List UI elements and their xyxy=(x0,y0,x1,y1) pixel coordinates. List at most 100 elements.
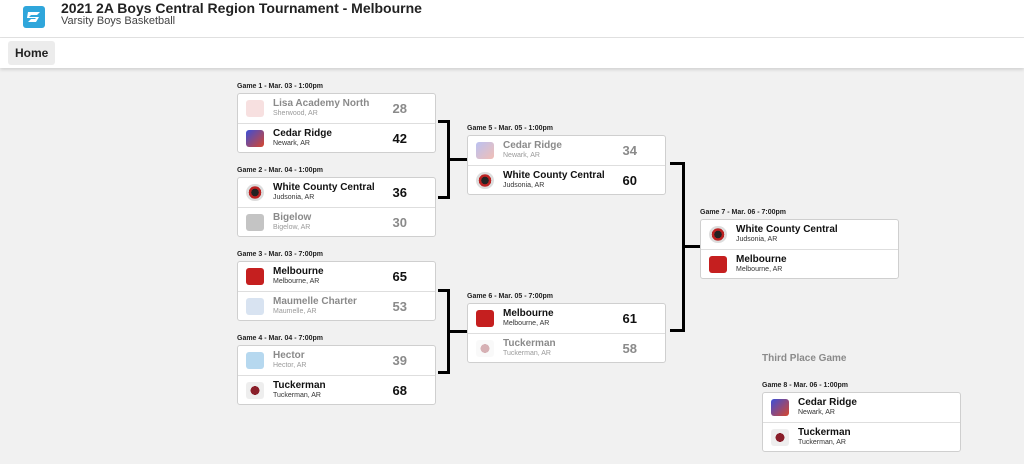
team-score: 34 xyxy=(622,143,637,158)
bracket-connector-stub xyxy=(685,245,700,248)
team-row[interactable]: Bigelow Bigelow, AR 30 xyxy=(238,207,435,236)
team-location: Newark, AR xyxy=(503,152,540,159)
team-location: Bigelow, AR xyxy=(273,224,311,231)
team-location: Judsonia, AR xyxy=(503,182,545,189)
team-row[interactable]: Melbourne Melbourne, AR xyxy=(701,249,898,278)
game-label: Game 2 - Mar. 04 - 1:00pm xyxy=(237,167,323,174)
team-location: Newark, AR xyxy=(798,409,835,416)
team-name: Hector xyxy=(273,350,305,361)
team-score: 60 xyxy=(622,173,637,188)
game-6: Game 6 - Mar. 05 - 7:00pm Melbourne Melb… xyxy=(467,293,666,365)
team-score: 30 xyxy=(392,215,407,230)
team-row[interactable]: Melbourne Melbourne, AR 61 xyxy=(468,304,665,333)
team-name: White County Central xyxy=(503,170,605,181)
cedar-ridge-logo-icon xyxy=(771,399,789,416)
bigelow-logo-icon xyxy=(246,214,264,231)
team-row[interactable]: Melbourne Melbourne, AR 65 xyxy=(238,262,435,291)
team-score: 61 xyxy=(622,311,637,326)
team-score: 68 xyxy=(392,383,407,398)
nav-bar: Home xyxy=(0,38,1024,68)
maumelle-charter-logo-icon xyxy=(246,298,264,315)
team-score: 36 xyxy=(392,185,407,200)
page-header: 2021 2A Boys Central Region Tournament -… xyxy=(0,0,1024,38)
game-1: Game 1 - Mar. 03 - 1:00pm Lisa Academy N… xyxy=(237,83,436,155)
team-score: 28 xyxy=(392,101,407,116)
team-row[interactable]: White County Central Judsonia, AR xyxy=(701,220,898,249)
game-7: Game 7 - Mar. 06 - 7:00pm White County C… xyxy=(700,209,899,281)
team-location: Tuckerman, AR xyxy=(273,392,321,399)
app-logo-icon[interactable] xyxy=(22,5,46,29)
team-location: Melbourne, AR xyxy=(736,266,783,273)
team-location: Tuckerman, AR xyxy=(503,350,551,357)
team-name: Bigelow xyxy=(273,212,312,223)
team-name: Melbourne xyxy=(503,308,554,319)
team-location: Hector, AR xyxy=(273,362,307,369)
team-name: Tuckerman xyxy=(798,427,851,438)
team-location: Melbourne, AR xyxy=(273,278,320,285)
team-row[interactable]: Lisa Academy North Sherwood, AR 28 xyxy=(238,94,435,123)
page-title: 2021 2A Boys Central Region Tournament -… xyxy=(61,0,422,16)
team-location: Judsonia, AR xyxy=(273,194,315,201)
tuckerman-logo-icon xyxy=(246,382,264,399)
white-county-central-logo-icon xyxy=(476,172,494,189)
cedar-ridge-logo-icon xyxy=(246,130,264,147)
team-name: Cedar Ridge xyxy=(273,128,332,139)
team-row[interactable]: White County Central Judsonia, AR 60 xyxy=(468,165,665,194)
page-subtitle: Varsity Boys Basketball xyxy=(61,15,176,27)
cedar-ridge-logo-icon xyxy=(476,142,494,159)
melbourne-logo-icon xyxy=(709,256,727,273)
team-name: Cedar Ridge xyxy=(798,397,857,408)
game-label: Game 1 - Mar. 03 - 1:00pm xyxy=(237,83,323,90)
team-name: Tuckerman xyxy=(273,380,326,391)
game-label: Game 8 - Mar. 06 - 1:00pm xyxy=(762,382,848,389)
melbourne-logo-icon xyxy=(246,268,264,285)
bracket-connector-stub xyxy=(450,158,467,161)
game-8: Game 8 - Mar. 06 - 1:00pm Cedar Ridge Ne… xyxy=(762,382,961,454)
team-location: Judsonia, AR xyxy=(736,236,778,243)
team-name: Cedar Ridge xyxy=(503,140,562,151)
team-row[interactable]: Maumelle Charter Maumelle, AR 53 xyxy=(238,291,435,320)
team-row[interactable]: Tuckerman Tuckerman, AR 58 xyxy=(468,333,665,362)
game-card[interactable]: Lisa Academy North Sherwood, AR 28 Cedar… xyxy=(237,93,436,153)
team-name: White County Central xyxy=(273,182,375,193)
game-card[interactable]: Hector Hector, AR 39 Tuckerman Tuckerman… xyxy=(237,345,436,405)
team-location: Tuckerman, AR xyxy=(798,439,846,446)
team-row[interactable]: Hector Hector, AR 39 xyxy=(238,346,435,375)
game-card[interactable]: White County Central Judsonia, AR Melbou… xyxy=(700,219,899,279)
team-location: Maumelle, AR xyxy=(273,308,317,315)
game-card[interactable]: Melbourne Melbourne, AR 61 Tuckerman Tuc… xyxy=(467,303,666,363)
team-location: Melbourne, AR xyxy=(503,320,550,327)
team-score: 42 xyxy=(392,131,407,146)
game-card[interactable]: Cedar Ridge Newark, AR Tuckerman Tuckerm… xyxy=(762,392,961,452)
game-card[interactable]: Cedar Ridge Newark, AR 34 White County C… xyxy=(467,135,666,195)
team-row[interactable]: Cedar Ridge Newark, AR 34 xyxy=(468,136,665,165)
team-row[interactable]: Tuckerman Tuckerman, AR 68 xyxy=(238,375,435,404)
bracket-connector-1-2 xyxy=(438,120,450,199)
team-score: 53 xyxy=(392,299,407,314)
team-row[interactable]: White County Central Judsonia, AR 36 xyxy=(238,178,435,207)
tab-home[interactable]: Home xyxy=(8,41,56,65)
tuckerman-logo-icon xyxy=(771,429,789,446)
game-4: Game 4 - Mar. 04 - 7:00pm Hector Hector,… xyxy=(237,335,436,407)
game-label: Game 4 - Mar. 04 - 7:00pm xyxy=(237,335,323,342)
game-card[interactable]: White County Central Judsonia, AR 36 Big… xyxy=(237,177,436,237)
game-3: Game 3 - Mar. 03 - 7:00pm Melbourne Melb… xyxy=(237,251,436,323)
third-place-heading: Third Place Game xyxy=(762,353,847,364)
team-row[interactable]: Cedar Ridge Newark, AR 42 xyxy=(238,123,435,152)
game-2: Game 2 - Mar. 04 - 1:00pm White County C… xyxy=(237,167,436,239)
team-score: 58 xyxy=(622,341,637,356)
team-name: White County Central xyxy=(736,224,838,235)
game-label: Game 6 - Mar. 05 - 7:00pm xyxy=(467,293,553,300)
game-card[interactable]: Melbourne Melbourne, AR 65 Maumelle Char… xyxy=(237,261,436,321)
white-county-central-logo-icon xyxy=(709,226,727,243)
game-5: Game 5 - Mar. 05 - 1:00pm Cedar Ridge Ne… xyxy=(467,125,666,197)
team-name: Lisa Academy North xyxy=(273,98,370,109)
bracket-connector-5-6 xyxy=(670,162,685,332)
team-row[interactable]: Tuckerman Tuckerman, AR xyxy=(763,422,960,451)
team-row[interactable]: Cedar Ridge Newark, AR xyxy=(763,393,960,422)
team-score: 39 xyxy=(392,353,407,368)
lisa-academy-logo-icon xyxy=(246,100,264,117)
team-name: Melbourne xyxy=(273,266,324,277)
white-county-central-logo-icon xyxy=(246,184,264,201)
team-location: Sherwood, AR xyxy=(273,110,318,117)
